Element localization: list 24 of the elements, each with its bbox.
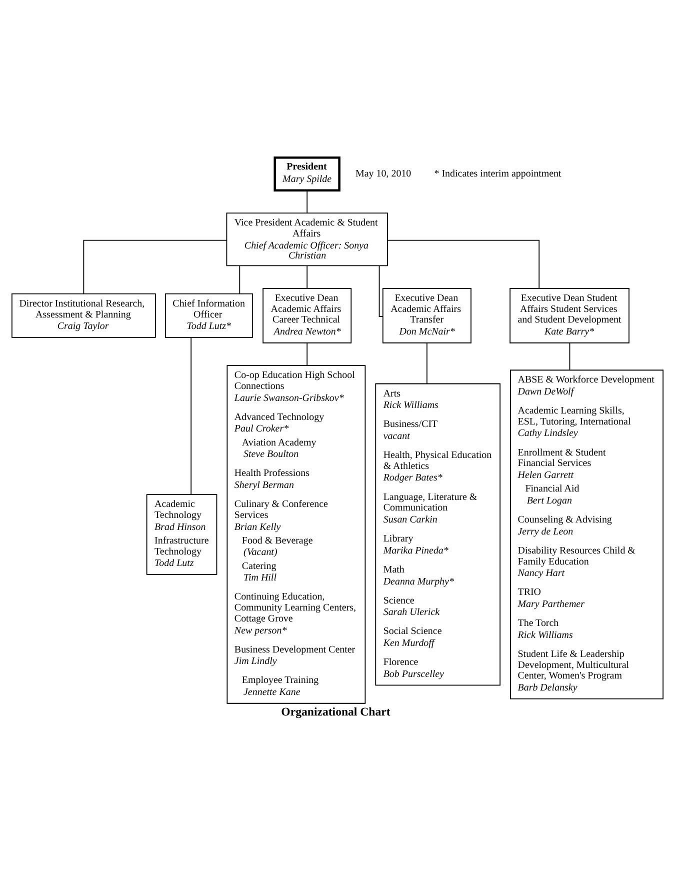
node-box: Executive Dean Student Affairs Student Services and Student Development Kate Barry* — [510, 287, 630, 343]
node-box: President Mary Spilde — [274, 156, 340, 191]
node-box: Arts Rick Williams Business/CIT vacant Health, Physical Education & Athletics Rodger Bates* Language, Literature & Communication Susan Carkin Library Marika Pineda* Math Deanna Murphy* Science Sarah Ulerick Social Science Ken Murdoff Florence Bob Purscelley — [375, 382, 500, 686]
label: May 10, 2010 — [356, 168, 412, 180]
node-box: ABSE & Workforce Development Dawn DeWolf Academic Learning Skills, ESL, Tutoring, International Cathy Lindsley Enrollment & Student Financial Services Helen Garrett Financial Aid Bert Logan Counseling & Advising Jerry de Leon Disability Resources Child & Family Education Nancy Hart TRIO Mary Parthemer The Torch Rick Williams Student Life & Leadership Development, Multicultural Center, Women's Program Barb Delansky — [510, 369, 664, 699]
node-box: Chief Information Officer Todd Lutz* — [164, 292, 254, 338]
node-box: Executive Dean Academic Affairs Career Technical Andrea Newton* — [262, 287, 352, 343]
node-box: Vice President Academic & Student Affairs Chief Academic Officer: Sonya Christian — [226, 212, 388, 266]
connector — [83, 239, 227, 294]
connector — [239, 265, 240, 294]
connector — [387, 239, 540, 288]
node-box: Executive Dean Academic Affairs Transfer Don McNair* — [382, 287, 472, 343]
label: * Indicates interim appointment — [434, 168, 562, 180]
connector — [190, 336, 192, 494]
connector — [426, 342, 428, 384]
node-box: Director Institutional Research, Assessment & Planning Craig Taylor — [12, 292, 156, 338]
node-box: Co-op Education High School Connections Laurie Swanson-Gribskov* Advanced Technology Paul Croker* Aviation Academy Steve Boulton Health Professions Sheryl Berman Culinary & Conference Services Brian Kelly Food & Beverage (Vacant) Catering Tim Hill Continuing Education, Community Learning Centers, Cottage Grove New person* Business Development Center Jim Lindly Employee Training Jennette Kane — [226, 364, 366, 704]
node-box: Academic Technology Brad Hinson Infrastructure Technology Todd Lutz — [146, 494, 218, 574]
connector — [306, 342, 308, 366]
connector — [378, 264, 384, 316]
diagram-title: Organizational Chart — [281, 704, 390, 718]
connector — [306, 265, 308, 288]
connector — [569, 342, 570, 370]
connector — [306, 190, 308, 213]
